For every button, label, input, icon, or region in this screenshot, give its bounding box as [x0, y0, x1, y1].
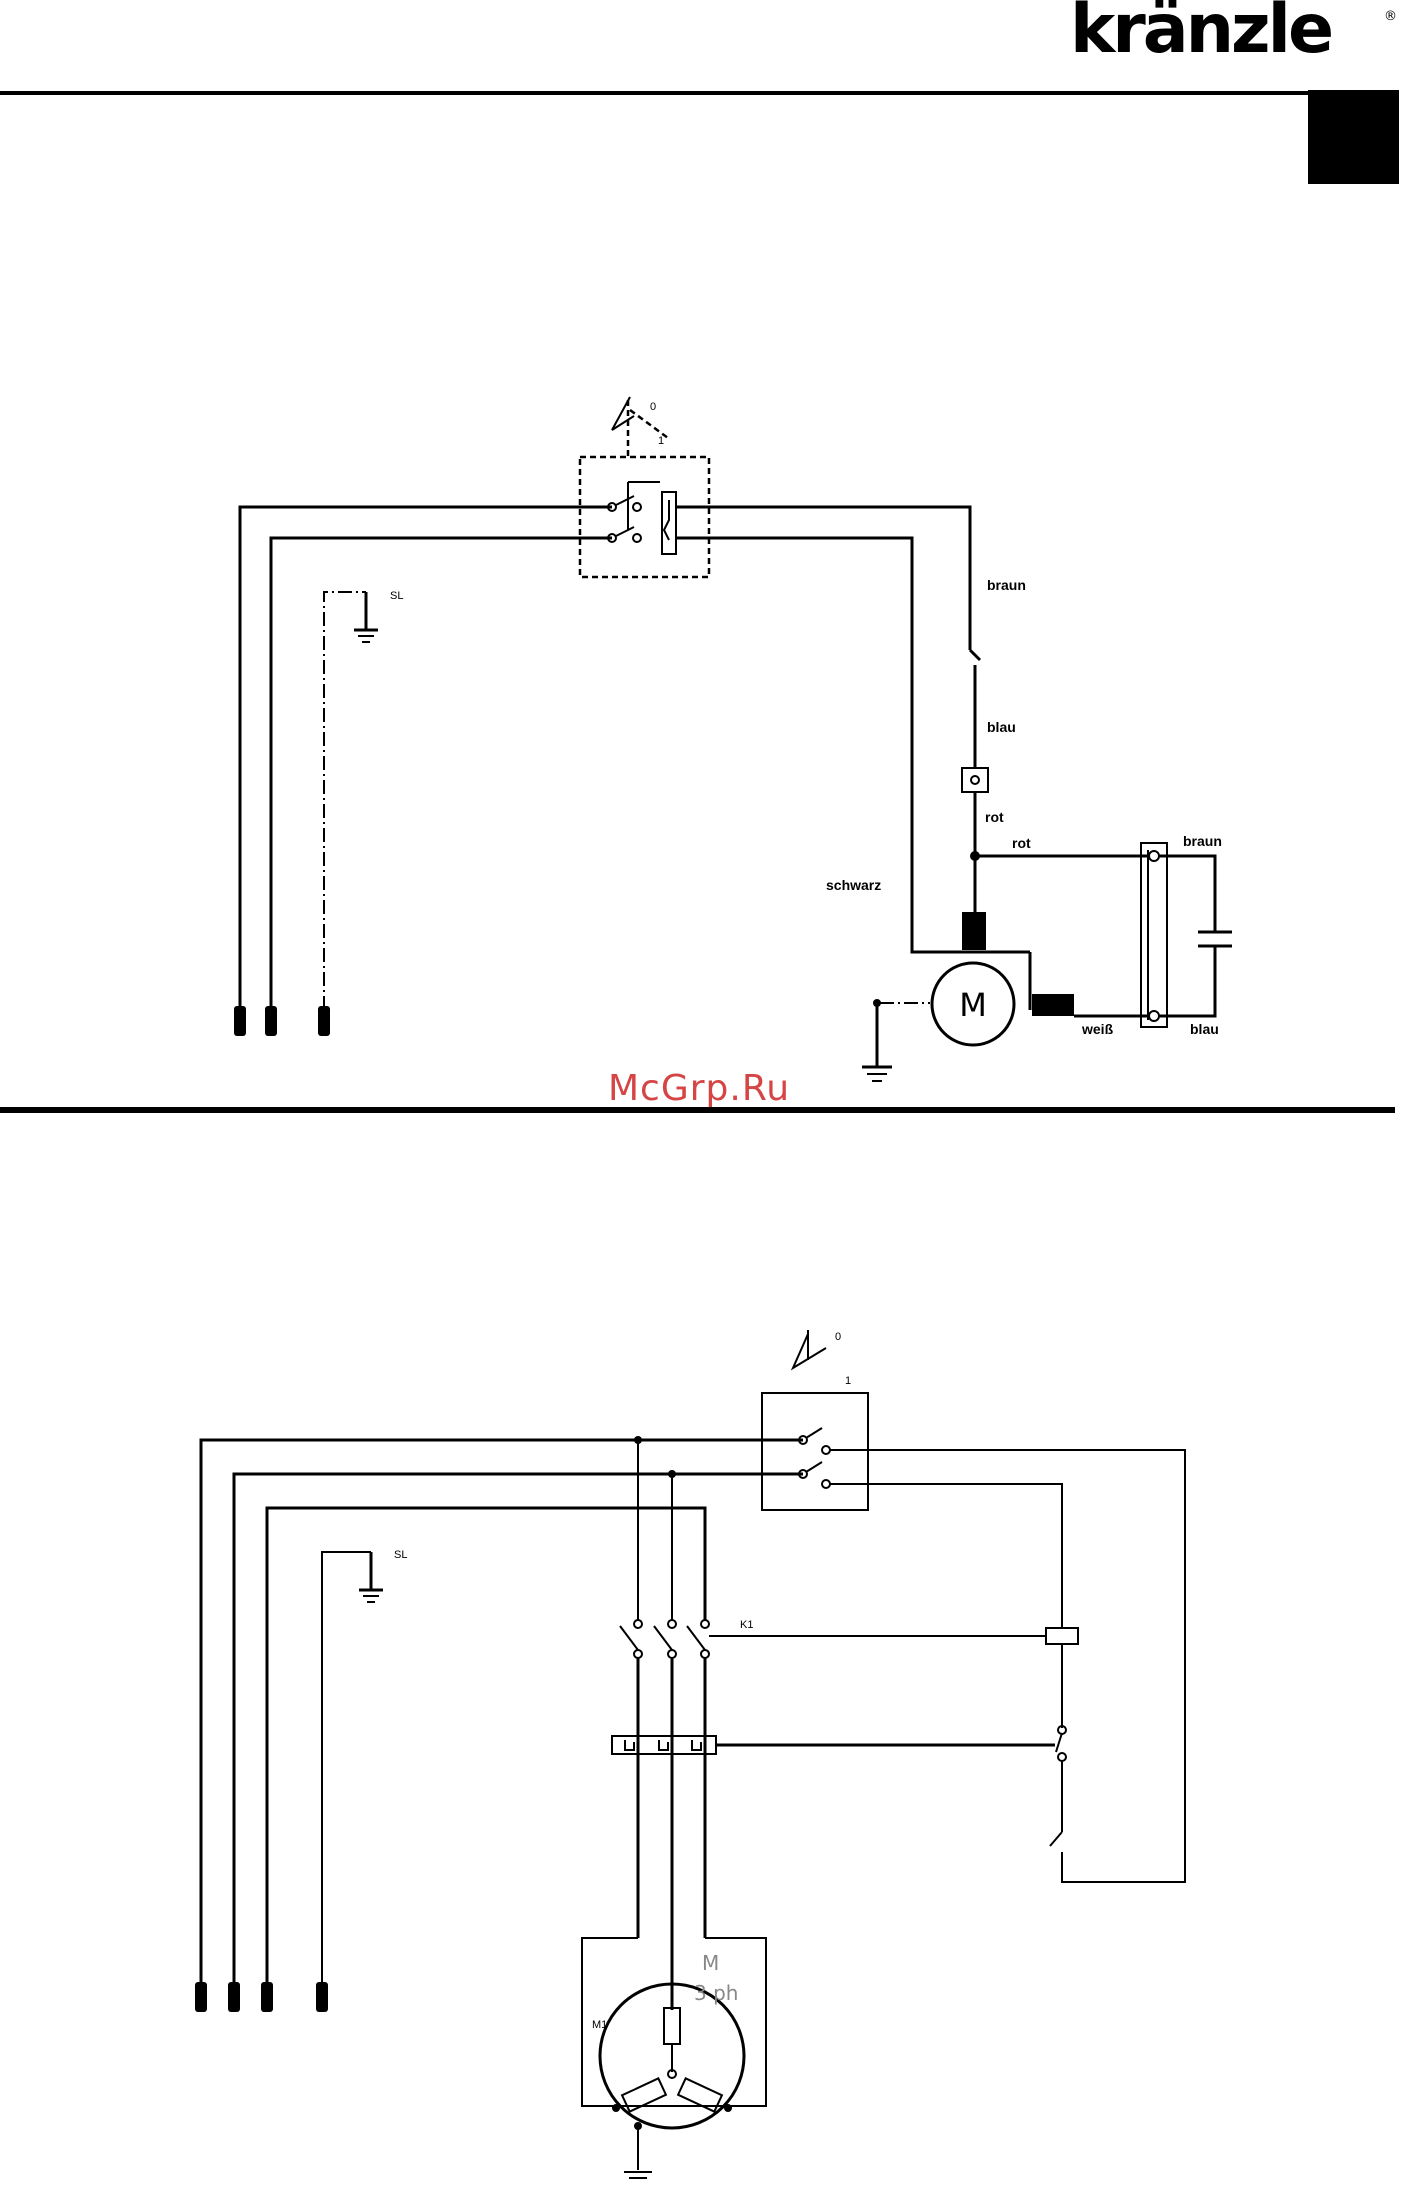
wire-label-blau: blau: [987, 719, 1016, 735]
switch3-pos-0: 0: [835, 1331, 841, 1343]
wire-label-blau-cap: blau: [1190, 1021, 1219, 1037]
diagram-three-phase: 0 1: [195, 1330, 1185, 2178]
phase-line-l2: [234, 1474, 803, 1985]
wire-label-rot-h: rot: [1012, 835, 1031, 851]
wire-terminal: [962, 768, 988, 792]
overload-relay: [612, 1726, 1066, 1761]
motor3-id: M1: [592, 2019, 607, 2031]
brand-logo: kränzle ®: [1070, 0, 1397, 69]
wire-label-braun-cap: braun: [1183, 833, 1222, 849]
plug-pins-2: [195, 1982, 328, 2012]
motor3-ground: [624, 2122, 652, 2178]
wire-label-schwarz: schwarz: [826, 877, 881, 893]
motor-single-phase: M: [932, 963, 1014, 1045]
brand-name: kränzle: [1070, 0, 1331, 69]
switch-pos-0: 0: [650, 401, 656, 413]
contactor-k1: K1: [620, 1619, 1046, 1658]
thermal-protector: [662, 492, 676, 554]
motor-lead-block-rot: [962, 912, 986, 950]
wire-label-braun: braun: [987, 577, 1026, 593]
motor3-label-phase: 3 ph: [694, 1981, 738, 2005]
wire-label-weiss: weiß: [1081, 1021, 1114, 1037]
motor-lead-block-weiss: [1032, 994, 1074, 1016]
main-switch-actuator-3ph: 0 1: [793, 1330, 851, 1387]
phase-line-l1: [201, 1440, 803, 1985]
page-tab-marker: [1308, 90, 1399, 184]
ground-label-sl: SL: [390, 590, 403, 602]
motor-three-phase: M 3 ph M1: [592, 1951, 744, 2128]
motor3-label-m: M: [702, 1951, 719, 1975]
control-line-b: [830, 1484, 1062, 1628]
motor-ground: [862, 999, 930, 1081]
ground3-label-sl: SL: [394, 1549, 407, 1561]
registered-mark: ®: [1384, 9, 1397, 24]
switch-contacts-3ph: [799, 1428, 830, 1488]
contactor-label-k1: K1: [740, 1619, 753, 1631]
mains-line-n: [271, 538, 612, 1010]
main-switch-box-3ph: [762, 1393, 868, 1510]
protective-earth-sl: SL: [324, 590, 403, 1010]
diagram-single-phase: 0 1 braun blau: [234, 397, 1232, 1081]
pressure-switch: [970, 650, 980, 768]
run-capacitor: [1159, 856, 1232, 1016]
protective-earth-sl-3ph: SL: [322, 1549, 407, 1985]
mains-line-l: [240, 507, 612, 1010]
switch3-pos-1: 1: [845, 1375, 851, 1387]
switch-contacts: [608, 482, 660, 542]
watermark-text: McGrp.Ru: [608, 1068, 790, 1109]
line-to-braun: [676, 507, 970, 650]
motor-label-m: M: [959, 986, 987, 1024]
capacitor-terminal-strip: [1141, 843, 1167, 1027]
switch-pos-1: 1: [658, 435, 664, 447]
main-switch-box: [580, 457, 709, 577]
pressure-switch-3ph: [1050, 1832, 1062, 1866]
contactor-coil: [1046, 1628, 1078, 1644]
plug-pins-1: [234, 1006, 330, 1036]
wire-label-rot-v: rot: [985, 809, 1004, 825]
main-switch-actuator: 0 1: [612, 397, 668, 458]
control-line-a: [830, 1450, 1185, 1882]
